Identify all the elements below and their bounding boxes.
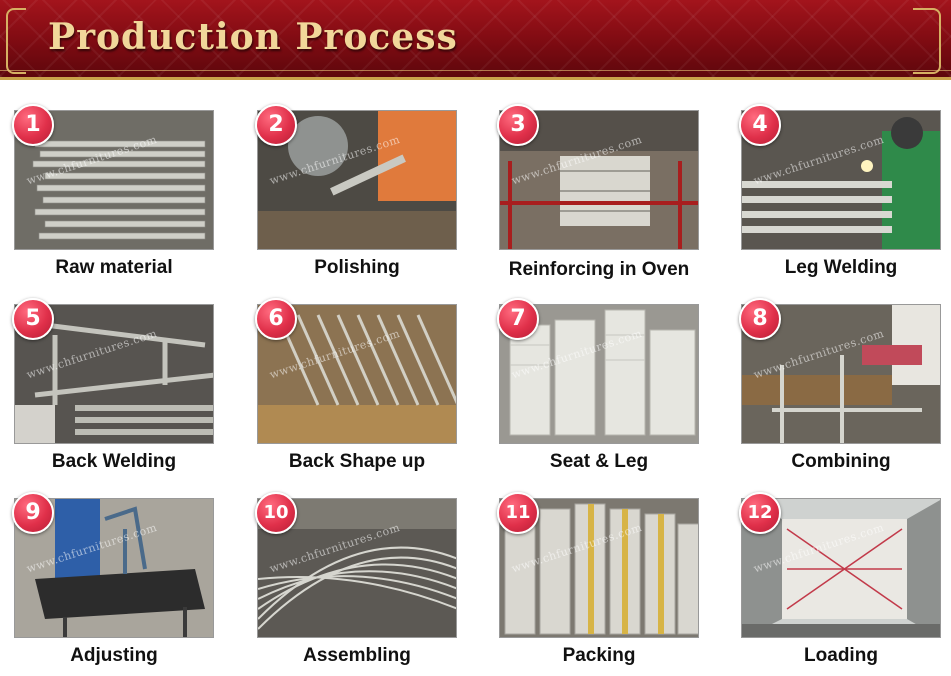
- step-leg-welding: www.chfurnitures.com 4 Leg Welding: [739, 104, 941, 280]
- step-label: Loading: [804, 645, 878, 666]
- step-photo: www.chfurnitures.com: [741, 110, 941, 250]
- step-photo: www.chfurnitures.com: [741, 304, 941, 444]
- step-label: Combining: [791, 451, 891, 472]
- step-number-badge: 11: [497, 492, 539, 534]
- step-label: Raw material: [55, 257, 173, 278]
- step-number-badge: 9: [12, 492, 54, 534]
- step-label: Seat & Leg: [549, 451, 649, 472]
- step-number-badge: 12: [739, 492, 781, 534]
- step-packing: www.chfurnitures.com 11 Packing: [497, 492, 699, 668]
- step-seat-and-leg: www.chfurnitures.com 7 Seat & Leg: [497, 298, 699, 474]
- step-label: Leg Welding: [784, 257, 898, 278]
- step-number-badge: 8: [739, 298, 781, 340]
- step-label: Packing: [562, 645, 636, 666]
- step-assembling: www.chfurnitures.com 10 Assembling: [255, 492, 457, 668]
- step-loading: www.chfurnitures.com 12 Loading: [739, 492, 941, 668]
- step-number-badge: 4: [739, 104, 781, 146]
- step-label: Back Shape up: [288, 451, 426, 472]
- step-number-badge: 1: [12, 104, 54, 146]
- step-combining: www.chfurnitures.com 8 Combining: [739, 298, 941, 474]
- step-label: Polishing: [314, 257, 400, 278]
- step-reinforcing-in-oven: www.chfurnitures.com 3 Reinforcing in Ov…: [497, 104, 699, 280]
- step-back-shape-up: www.chfurnitures.com 6 Back Shape up: [255, 298, 457, 474]
- step-back-welding: www.chfurnitures.com 5 Back Welding: [12, 298, 214, 474]
- step-polishing: www.chfurnitures.com 2 Polishing: [255, 104, 457, 280]
- ornament-right: [913, 8, 941, 74]
- page-title: Production Process: [48, 16, 458, 58]
- step-photo: www.chfurnitures.com: [257, 110, 457, 250]
- step-label: Adjusting: [70, 645, 158, 666]
- step-number-badge: 2: [255, 104, 297, 146]
- header-banner: Production Process: [0, 0, 951, 80]
- step-adjusting: www.chfurnitures.com 9 Adjusting: [12, 492, 214, 668]
- step-photo: www.chfurnitures.com: [499, 110, 699, 250]
- step-label: Back Welding: [51, 451, 177, 472]
- step-number-badge: 6: [255, 298, 297, 340]
- step-number-badge: 10: [255, 492, 297, 534]
- step-number-badge: 3: [497, 104, 539, 146]
- ornament-left: [6, 8, 26, 74]
- step-number-badge: 5: [12, 298, 54, 340]
- step-number-badge: 7: [497, 298, 539, 340]
- step-label: Assembling: [303, 645, 411, 666]
- step-label: Reinforcing in Oven: [508, 259, 690, 280]
- step-raw-material: www.chfurnitures.com 1 Raw material: [12, 104, 214, 280]
